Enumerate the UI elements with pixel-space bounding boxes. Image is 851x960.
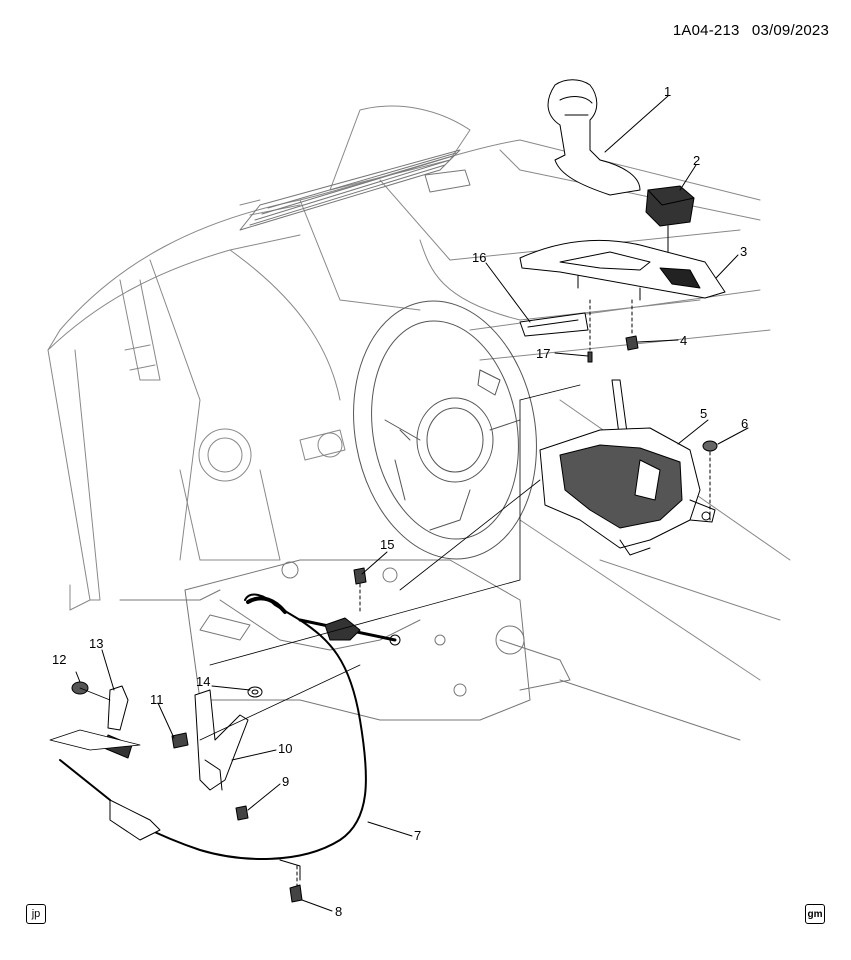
callout-10: 10 bbox=[278, 741, 292, 756]
callout-12: 12 bbox=[52, 652, 66, 667]
diagram-id: 1A04-213 03/09/2023 bbox=[673, 22, 829, 39]
instrument-panel bbox=[47, 105, 791, 681]
callout-labels: 1 2 3 4 5 6 7 8 9 10 11 12 13 14 15 16 1… bbox=[52, 84, 748, 919]
bolt-11 bbox=[171, 732, 189, 749]
jp-badge: jp bbox=[26, 904, 46, 924]
callout-5: 5 bbox=[700, 406, 707, 421]
trim-bracket bbox=[519, 312, 589, 337]
callout-3: 3 bbox=[740, 244, 747, 259]
callout-2: 2 bbox=[693, 153, 700, 168]
small-screw bbox=[587, 299, 593, 363]
nut bbox=[702, 440, 718, 521]
callout-11: 11 bbox=[150, 692, 164, 707]
reference-lines bbox=[49, 384, 581, 751]
diagram-date: 03/09/2023 bbox=[751, 22, 829, 39]
steering-wheel bbox=[353, 300, 537, 560]
callout-15: 15 bbox=[380, 537, 394, 552]
shift-knob-boot bbox=[547, 79, 641, 196]
bolt-9 bbox=[235, 805, 249, 821]
bolt-15 bbox=[353, 567, 367, 613]
callout-13: 13 bbox=[89, 636, 103, 651]
washer bbox=[247, 686, 263, 698]
callout-1: 1 bbox=[664, 84, 671, 99]
callout-16: 16 bbox=[472, 250, 486, 265]
dash-left bbox=[119, 279, 346, 561]
shift-cable bbox=[59, 593, 401, 881]
callout-14: 14 bbox=[196, 674, 210, 689]
callout-17: 17 bbox=[536, 346, 550, 361]
gm-logo: gm bbox=[805, 904, 825, 924]
callout-7: 7 bbox=[414, 828, 421, 843]
defroster-grille bbox=[239, 149, 471, 231]
leader-lines bbox=[75, 95, 749, 912]
callout-6: 6 bbox=[741, 416, 748, 431]
diagram-code: 1A04-213 bbox=[672, 22, 740, 39]
console-trim-plate bbox=[519, 239, 726, 301]
shifter-assembly bbox=[539, 379, 716, 556]
callout-4: 4 bbox=[680, 333, 687, 348]
mode-switch bbox=[645, 185, 695, 284]
callout-9: 9 bbox=[282, 774, 289, 789]
retainer-clip bbox=[625, 299, 639, 351]
callout-8: 8 bbox=[335, 904, 342, 919]
cable-bracket bbox=[194, 689, 249, 791]
transmission-assembly bbox=[119, 559, 741, 741]
